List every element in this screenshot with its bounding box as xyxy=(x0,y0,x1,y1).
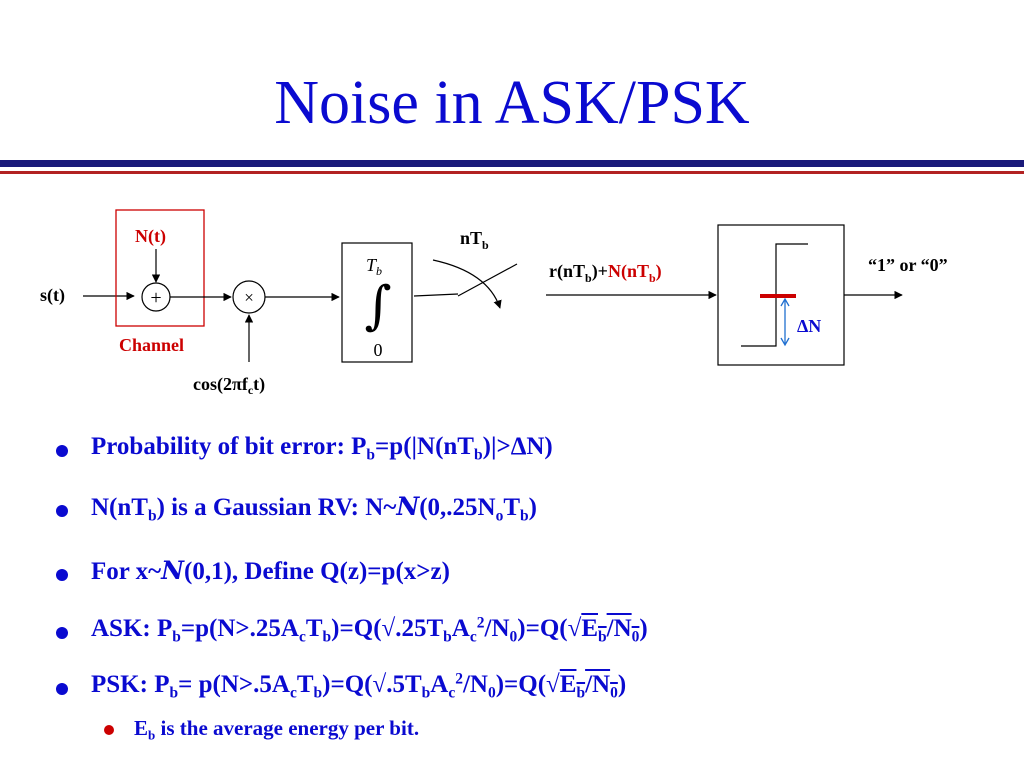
block-diagram: s(t) N(t) + Channel × cos(2πfct) Tb ∫ 0 … xyxy=(40,209,948,397)
adder-symbol: + xyxy=(150,287,161,309)
sampler-arrow xyxy=(432,259,502,309)
input-label: s(t) xyxy=(40,285,65,306)
bullet-gaussian-rv: N(nTb) is a Gaussian RV: N~N(0,.25NoTb) xyxy=(50,492,537,524)
bullet-dot xyxy=(56,683,68,695)
channel-label: Channel xyxy=(119,335,184,355)
integral-lower-limit: 0 xyxy=(374,340,383,360)
noise-label: N(t) xyxy=(135,226,166,247)
bullet-bit-error: Probability of bit error: Pb=p(|N(nTb)|>… xyxy=(50,432,553,463)
sub-bullet-dot xyxy=(104,725,114,735)
delta-arrowhead-up xyxy=(780,297,790,307)
bullet-dot xyxy=(56,505,68,517)
title-rule-red xyxy=(0,171,1024,174)
title-rule-blue xyxy=(0,160,1024,167)
integral-upper-limit: Tb xyxy=(366,255,382,278)
decision-input-label: r(nTb)+N(nTb) xyxy=(549,261,662,285)
carrier-label: cos(2πfct) xyxy=(193,374,265,397)
bullet-dot xyxy=(56,569,68,581)
bullet-dot xyxy=(56,627,68,639)
integrator-box xyxy=(341,242,413,363)
slide-title: Noise in ASK/PSK xyxy=(274,69,750,137)
bullet-energy-per-bit: Eb is the average energy per bit. xyxy=(50,716,419,742)
output-label: “1” or “0” xyxy=(868,255,948,275)
bullet-dot xyxy=(56,445,68,457)
channel-box xyxy=(115,209,205,327)
delta-arrowhead-down xyxy=(780,337,790,347)
bullet-ask: ASK: Pb=p(N>.25AcTb)=Q(√.25TbAc2/N0)=Q(√… xyxy=(50,614,648,645)
delta-label: ΔN xyxy=(797,316,821,336)
bullet-psk: PSK: Pb= p(N>.5AcTb)=Q(√.5TbAc2/N0)=Q(√E… xyxy=(50,670,626,701)
multiplier-symbol: × xyxy=(244,288,254,307)
bullet-q-function: For x~N(0,1), Define Q(z)=p(x>z) xyxy=(50,556,450,587)
integral-symbol: ∫ xyxy=(364,276,391,336)
sampler-label: nTb xyxy=(460,228,489,252)
integrator-output-line xyxy=(413,293,459,297)
sampler-switch xyxy=(457,263,518,297)
